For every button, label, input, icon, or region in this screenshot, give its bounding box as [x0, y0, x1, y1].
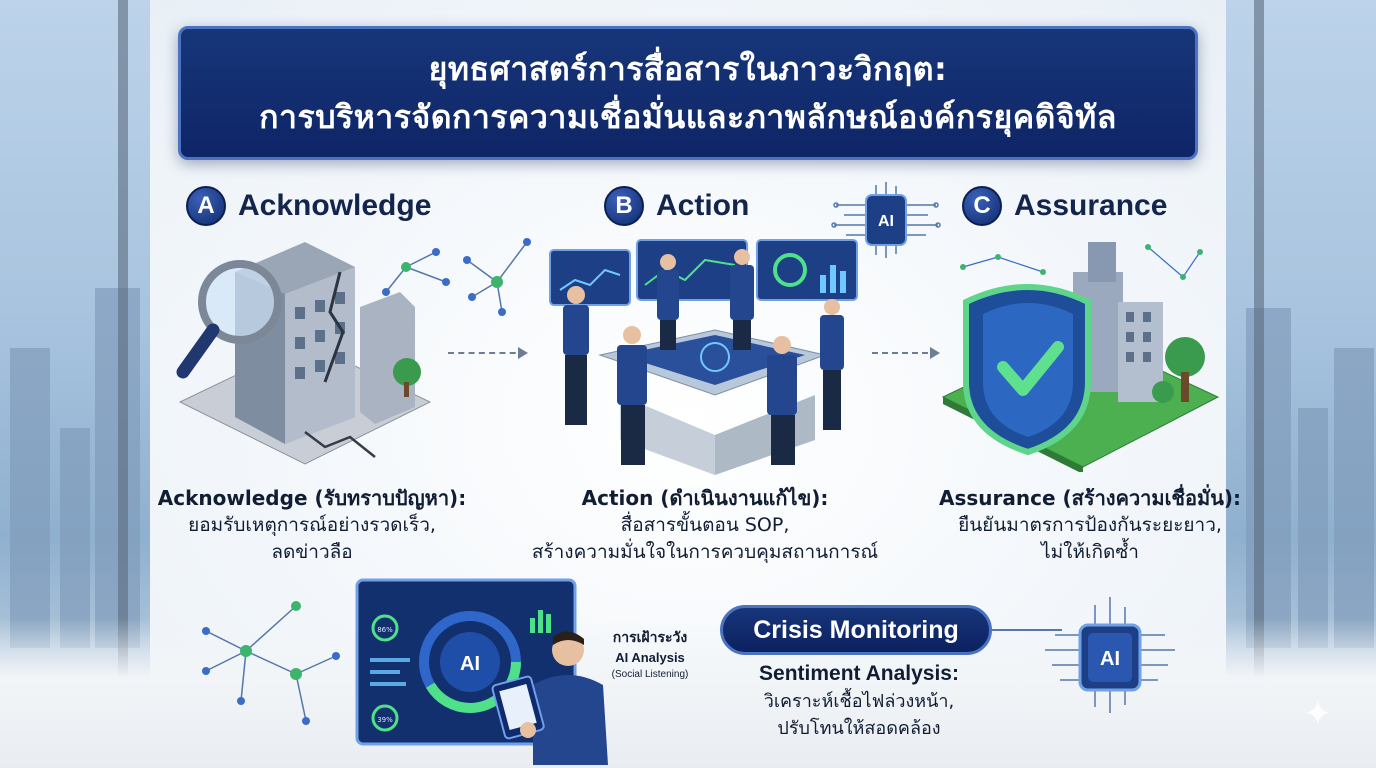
assurance-shield-illustration [941, 242, 1220, 472]
gauge-bottom-value: 39% [377, 716, 393, 724]
sentiment-head: Sentiment Analysis: [759, 662, 959, 685]
ai-processor-icon: AI [1045, 597, 1175, 713]
title-line-2: การบริหารจัดการความเชื่อมั่นและภาพลักษณ์… [259, 98, 1117, 136]
crisis-monitoring-pill: Crisis Monitoring [720, 605, 992, 655]
sparkle-icon: ✦ [1303, 694, 1333, 734]
step-a-caption-line-2: ลดข่าวลือ [271, 541, 353, 563]
team-action-illustration [549, 239, 858, 475]
ai-analysis-label: การเฝ้าระวัง AI Analysis (Social Listeni… [585, 628, 715, 682]
step-b-header: B Action [604, 186, 749, 226]
arrow-b-to-c [872, 347, 940, 359]
step-a-caption-line-1: ยอมรับเหตุการณ์อย่างรวดเร็ว, [188, 514, 436, 536]
step-b-badge: B [604, 186, 644, 226]
step-c-header: C Assurance [962, 186, 1167, 226]
arrow-a-to-b [448, 347, 528, 359]
step-b-title: Action [656, 189, 750, 222]
step-a-header: A Acknowledge [186, 186, 431, 226]
gauge-top-value: 86% [377, 626, 393, 634]
network-nodes-icon [463, 238, 531, 316]
step-a-badge: A [186, 186, 226, 226]
watch-subtitle: AI Analysis [615, 650, 685, 665]
analyst-person-illustration [491, 631, 608, 765]
title-line-1: ยุทธศาสตร์การสื่อสารในภาวะวิกฤต: [428, 50, 948, 88]
crisis-connector-line [992, 629, 1062, 631]
step-b-caption: Action (ดำเนินงานแก้ไข): สื่อสารขั้นตอน … [500, 484, 910, 566]
step-b-caption-line-1: สื่อสารขั้นตอน SOP, [620, 514, 790, 536]
sentiment-line-1: วิเคราะห์เชื้อไฟล่วงหน้า, [763, 691, 955, 712]
step-a-caption-head: Acknowledge (รับทราบปัญหา): [157, 486, 467, 510]
processor-ai-label: AI [1100, 648, 1120, 670]
step-c-title: Assurance [1014, 189, 1168, 222]
ai-chip-icon: AI [831, 182, 941, 258]
step-c-caption-line-1: ยืนยันมาตรการป้องกันระยะยาว, [958, 514, 1222, 536]
network-nodes-small-icon [382, 248, 450, 296]
watch-note: (Social Listening) [611, 669, 689, 680]
title-banner: ยุทธศาสตร์การสื่อสารในภาวะวิกฤต: การบริห… [178, 26, 1198, 160]
sentiment-line-2: ปรับโทนให้สอดคล้อง [777, 718, 941, 739]
step-c-caption: Assurance (สร้างความเชื่อมั่น): ยืนยันมา… [920, 484, 1260, 566]
step-b-caption-line-2: สร้างความมั่นใจในการควบคุมสถานการณ์ [531, 541, 879, 563]
step-a-title: Acknowledge [238, 189, 432, 222]
monitor-ai-label: AI [460, 653, 480, 675]
step-c-caption-head: Assurance (สร้างความเชื่อมั่น): [938, 486, 1242, 510]
social-network-icon [202, 601, 340, 725]
watch-title: การเฝ้าระวัง [612, 630, 688, 646]
ai-chip-label: AI [878, 213, 894, 230]
step-a-caption: Acknowledge (รับทราบปัญหา): ยอมรับเหตุกา… [152, 484, 472, 566]
sentiment-analysis-block: Sentiment Analysis: วิเคราะห์เชื้อไฟล่วง… [716, 660, 1002, 742]
damaged-building-illustration [176, 242, 432, 465]
step-c-caption-line-2: ไม่ให้เกิดซ้ำ [1041, 541, 1139, 563]
step-b-caption-head: Action (ดำเนินงานแก้ไข): [581, 486, 829, 510]
step-c-badge: C [962, 186, 1002, 226]
